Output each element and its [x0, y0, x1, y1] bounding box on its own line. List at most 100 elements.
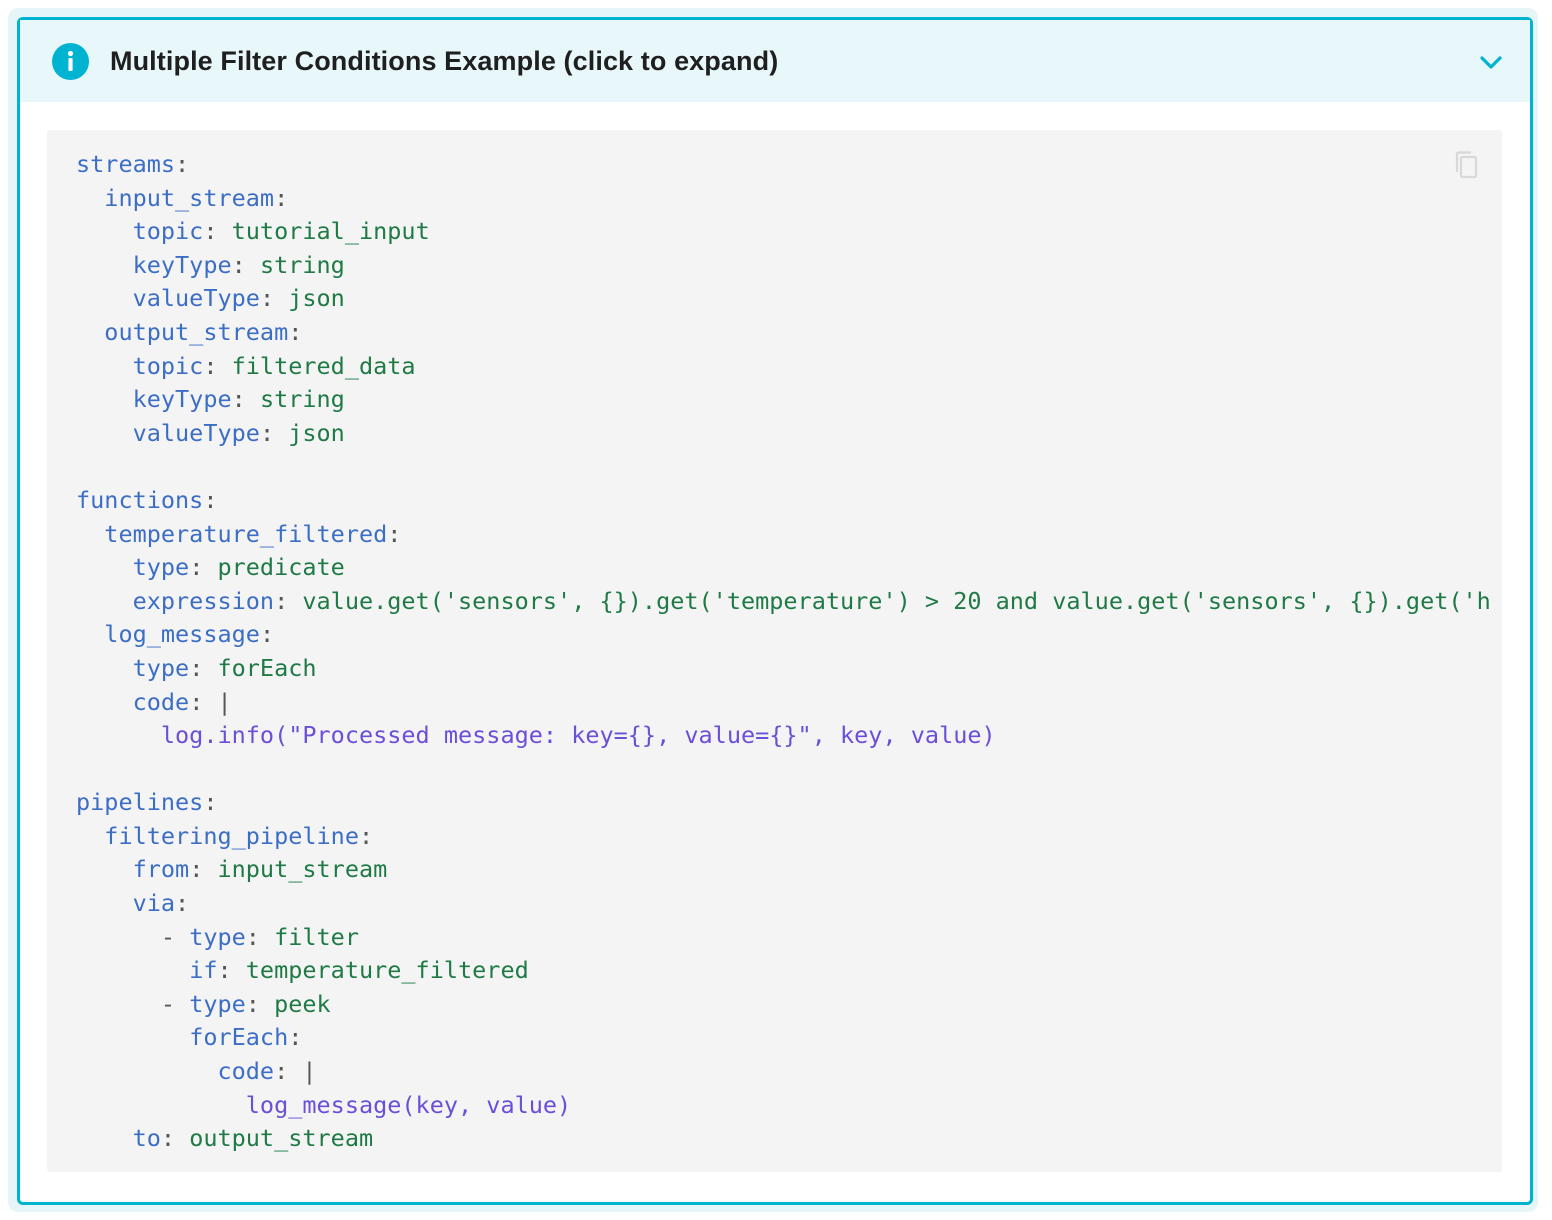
code-separator: :	[259, 284, 289, 313]
code-listing: streams: input_stream: topic: tutorial_i…	[76, 148, 1491, 1156]
code-line: code: |	[76, 1055, 1491, 1089]
code-line: - type: peek	[160, 989, 331, 1018]
info-icon	[52, 43, 89, 80]
code-line: log_message(key, value)	[76, 1089, 1491, 1123]
copy-icon[interactable]	[1451, 148, 1483, 182]
code-separator: : |	[189, 687, 232, 716]
code-python: log_message(key, value)	[245, 1090, 572, 1119]
code-separator: :	[217, 956, 246, 985]
code-separator: : |	[274, 1057, 317, 1086]
code-key: valueType	[132, 284, 260, 313]
code-separator: :	[358, 821, 374, 850]
code-line: valueType: json	[76, 282, 1491, 316]
code-separator: :	[259, 418, 289, 447]
code-value: json	[288, 418, 345, 447]
code-separator: :	[203, 351, 232, 380]
code-separator: :	[274, 183, 289, 212]
code-key: log_message	[104, 620, 260, 649]
code-separator: :	[203, 217, 232, 246]
code-line: from: input_stream	[76, 853, 1491, 887]
code-value: string	[259, 385, 345, 414]
code-line: filtering_pipeline:	[76, 820, 1491, 854]
code-separator: :	[203, 788, 218, 817]
code-separator: :	[259, 620, 275, 649]
code-key: streams	[76, 150, 176, 178]
code-line: keyType: string	[76, 383, 1491, 417]
code-key: from	[132, 855, 190, 884]
code-value: tutorial_input	[231, 217, 430, 246]
code-key: type	[189, 989, 246, 1018]
code-key: type	[132, 553, 190, 582]
code-separator: :	[231, 385, 260, 414]
code-key: forEach	[189, 1023, 289, 1052]
code-separator: :	[288, 317, 303, 346]
code-line	[76, 753, 1491, 787]
code-separator: :	[189, 553, 218, 582]
code-value: json	[288, 284, 345, 313]
code-key: to	[132, 1124, 161, 1153]
code-line	[76, 450, 1491, 484]
code-line: topic: tutorial_input	[76, 215, 1491, 249]
code-key: expression	[132, 586, 275, 615]
code-key: functions	[76, 485, 204, 514]
code-value: forEach	[217, 653, 317, 682]
code-key: pipelines	[76, 788, 204, 817]
code-separator: :	[274, 586, 303, 615]
chevron-down-icon[interactable]	[1476, 47, 1506, 77]
code-line: expression: value.get('sensors', {}).get…	[76, 585, 1491, 619]
code-line: keyType: string	[76, 249, 1491, 283]
code-separator: :	[203, 485, 218, 514]
code-value: peek	[274, 989, 331, 1018]
code-line: - type: filter	[160, 922, 359, 951]
code-separator: :	[387, 519, 402, 548]
code-value: predicate	[217, 553, 345, 582]
code-key: code	[217, 1057, 275, 1086]
code-block[interactable]: streams: input_stream: topic: tutorial_i…	[47, 130, 1502, 1172]
code-value: filtered_data	[231, 351, 416, 380]
code-separator: :	[175, 150, 190, 178]
code-separator: :	[231, 250, 260, 279]
code-line: code: |	[76, 686, 1491, 720]
code-key: input_stream	[104, 183, 275, 212]
code-key: if	[189, 956, 218, 985]
code-line: via:	[76, 887, 1491, 921]
code-line: streams:	[76, 148, 1491, 182]
code-line: output_stream:	[76, 316, 1491, 350]
code-line: topic: filtered_data	[76, 350, 1491, 384]
admonition-title[interactable]: Multiple Filter Conditions Example (clic…	[110, 46, 779, 76]
code-key: topic	[132, 351, 204, 380]
code-key: keyType	[132, 250, 232, 279]
code-value: input_stream	[217, 855, 388, 884]
code-line: pipelines:	[76, 786, 1491, 820]
code-line: valueType: json	[76, 417, 1491, 451]
code-line: forEach:	[76, 1021, 1491, 1055]
code-value: string	[259, 250, 345, 279]
code-line: if: temperature_filtered	[76, 954, 1491, 988]
code-key: filtering_pipeline	[104, 821, 359, 850]
code-key: valueType	[132, 418, 260, 447]
code-value: temperature_filtered	[245, 956, 529, 985]
code-separator: :	[160, 1124, 190, 1153]
code-separator: :	[189, 653, 218, 682]
code-separator: :	[175, 889, 190, 918]
collapsible-admonition: Multiple Filter Conditions Example (clic…	[17, 17, 1533, 1205]
code-separator: :	[245, 922, 275, 951]
code-separator: :	[189, 855, 218, 884]
code-line: functions:	[76, 484, 1491, 518]
code-value: output_stream	[189, 1124, 374, 1153]
code-key: via	[132, 889, 176, 918]
code-key: code	[132, 687, 190, 716]
code-value: value.get('sensors', {}).get('temperatur…	[302, 586, 1491, 615]
code-line: type: forEach	[76, 652, 1491, 686]
code-line: temperature_filtered:	[76, 518, 1491, 552]
code-line: type: predicate	[76, 551, 1491, 585]
code-key: output_stream	[104, 317, 289, 346]
code-separator: :	[288, 1023, 303, 1052]
code-line: to: output_stream	[76, 1122, 1491, 1156]
code-key: type	[132, 653, 190, 682]
code-key: keyType	[132, 385, 232, 414]
code-value: filter	[274, 922, 359, 951]
code-line: log_message:	[76, 618, 1491, 652]
code-line: input_stream:	[76, 182, 1491, 216]
admonition-header[interactable]: Multiple Filter Conditions Example (clic…	[20, 20, 1530, 102]
